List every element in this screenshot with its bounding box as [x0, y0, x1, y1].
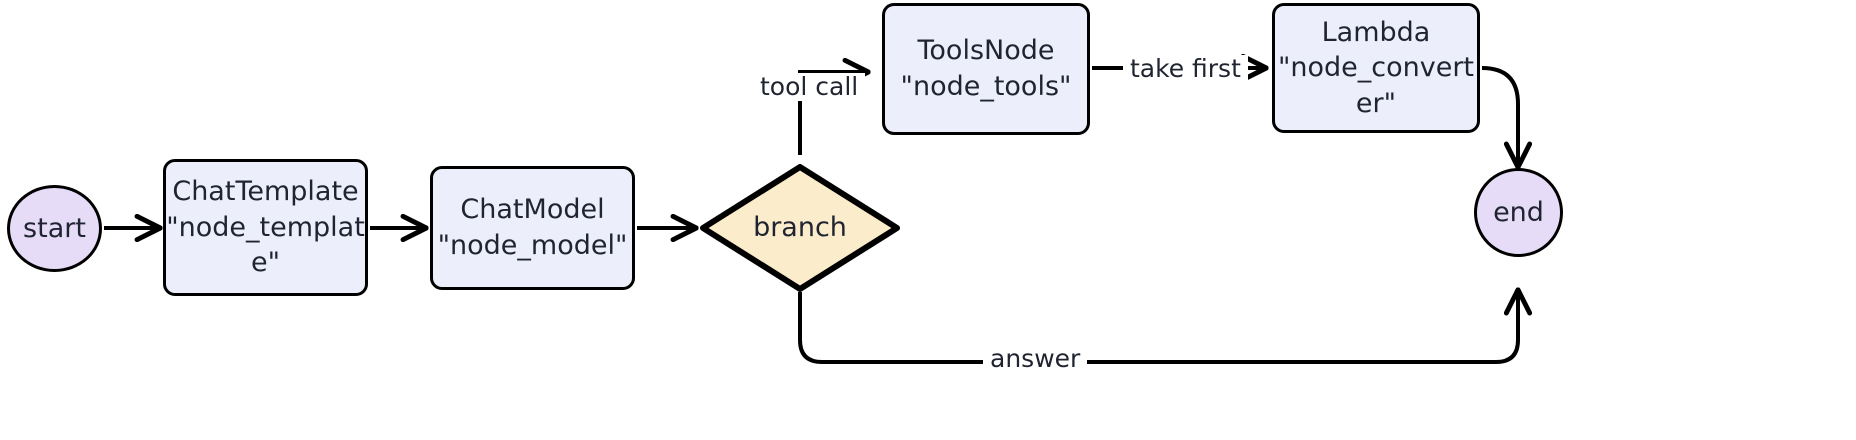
- node-chat-model[interactable]: ChatModel "node_model": [430, 166, 635, 290]
- node-branch-label: branch: [753, 212, 847, 244]
- node-end[interactable]: end: [1474, 168, 1563, 257]
- node-end-label: end: [1493, 196, 1544, 228]
- node-chat-template[interactable]: ChatTemplate "node_templat e": [163, 159, 368, 296]
- node-branch[interactable]: branch: [700, 164, 900, 292]
- edge-label-tool-call: tool call: [753, 72, 866, 101]
- node-converter-label: Lambda "node_convert er": [1277, 16, 1475, 119]
- node-start[interactable]: start: [7, 185, 102, 272]
- node-chat-model-label: ChatModel "node_model": [437, 194, 628, 261]
- edge-label-take-first: take first: [1123, 55, 1248, 83]
- edge-branch-to-end: [798, 292, 1518, 364]
- node-chat-template-label: ChatTemplate "node_templat e": [166, 176, 365, 279]
- node-tools-label: ToolsNode "node_tools": [900, 35, 1072, 102]
- node-start-label: start: [23, 212, 86, 244]
- edge-label-take-first-text: take first: [1130, 54, 1241, 83]
- edge-label-answer-text: answer: [990, 344, 1081, 373]
- edge-converter-to-end: [1481, 66, 1518, 165]
- edge-label-tool-call-text: tool call: [760, 72, 859, 101]
- branch-diamond-shape: [700, 164, 900, 292]
- edge-label-answer: answer: [983, 344, 1088, 373]
- node-converter[interactable]: Lambda "node_convert er": [1272, 3, 1480, 133]
- node-tools[interactable]: ToolsNode "node_tools": [882, 3, 1090, 135]
